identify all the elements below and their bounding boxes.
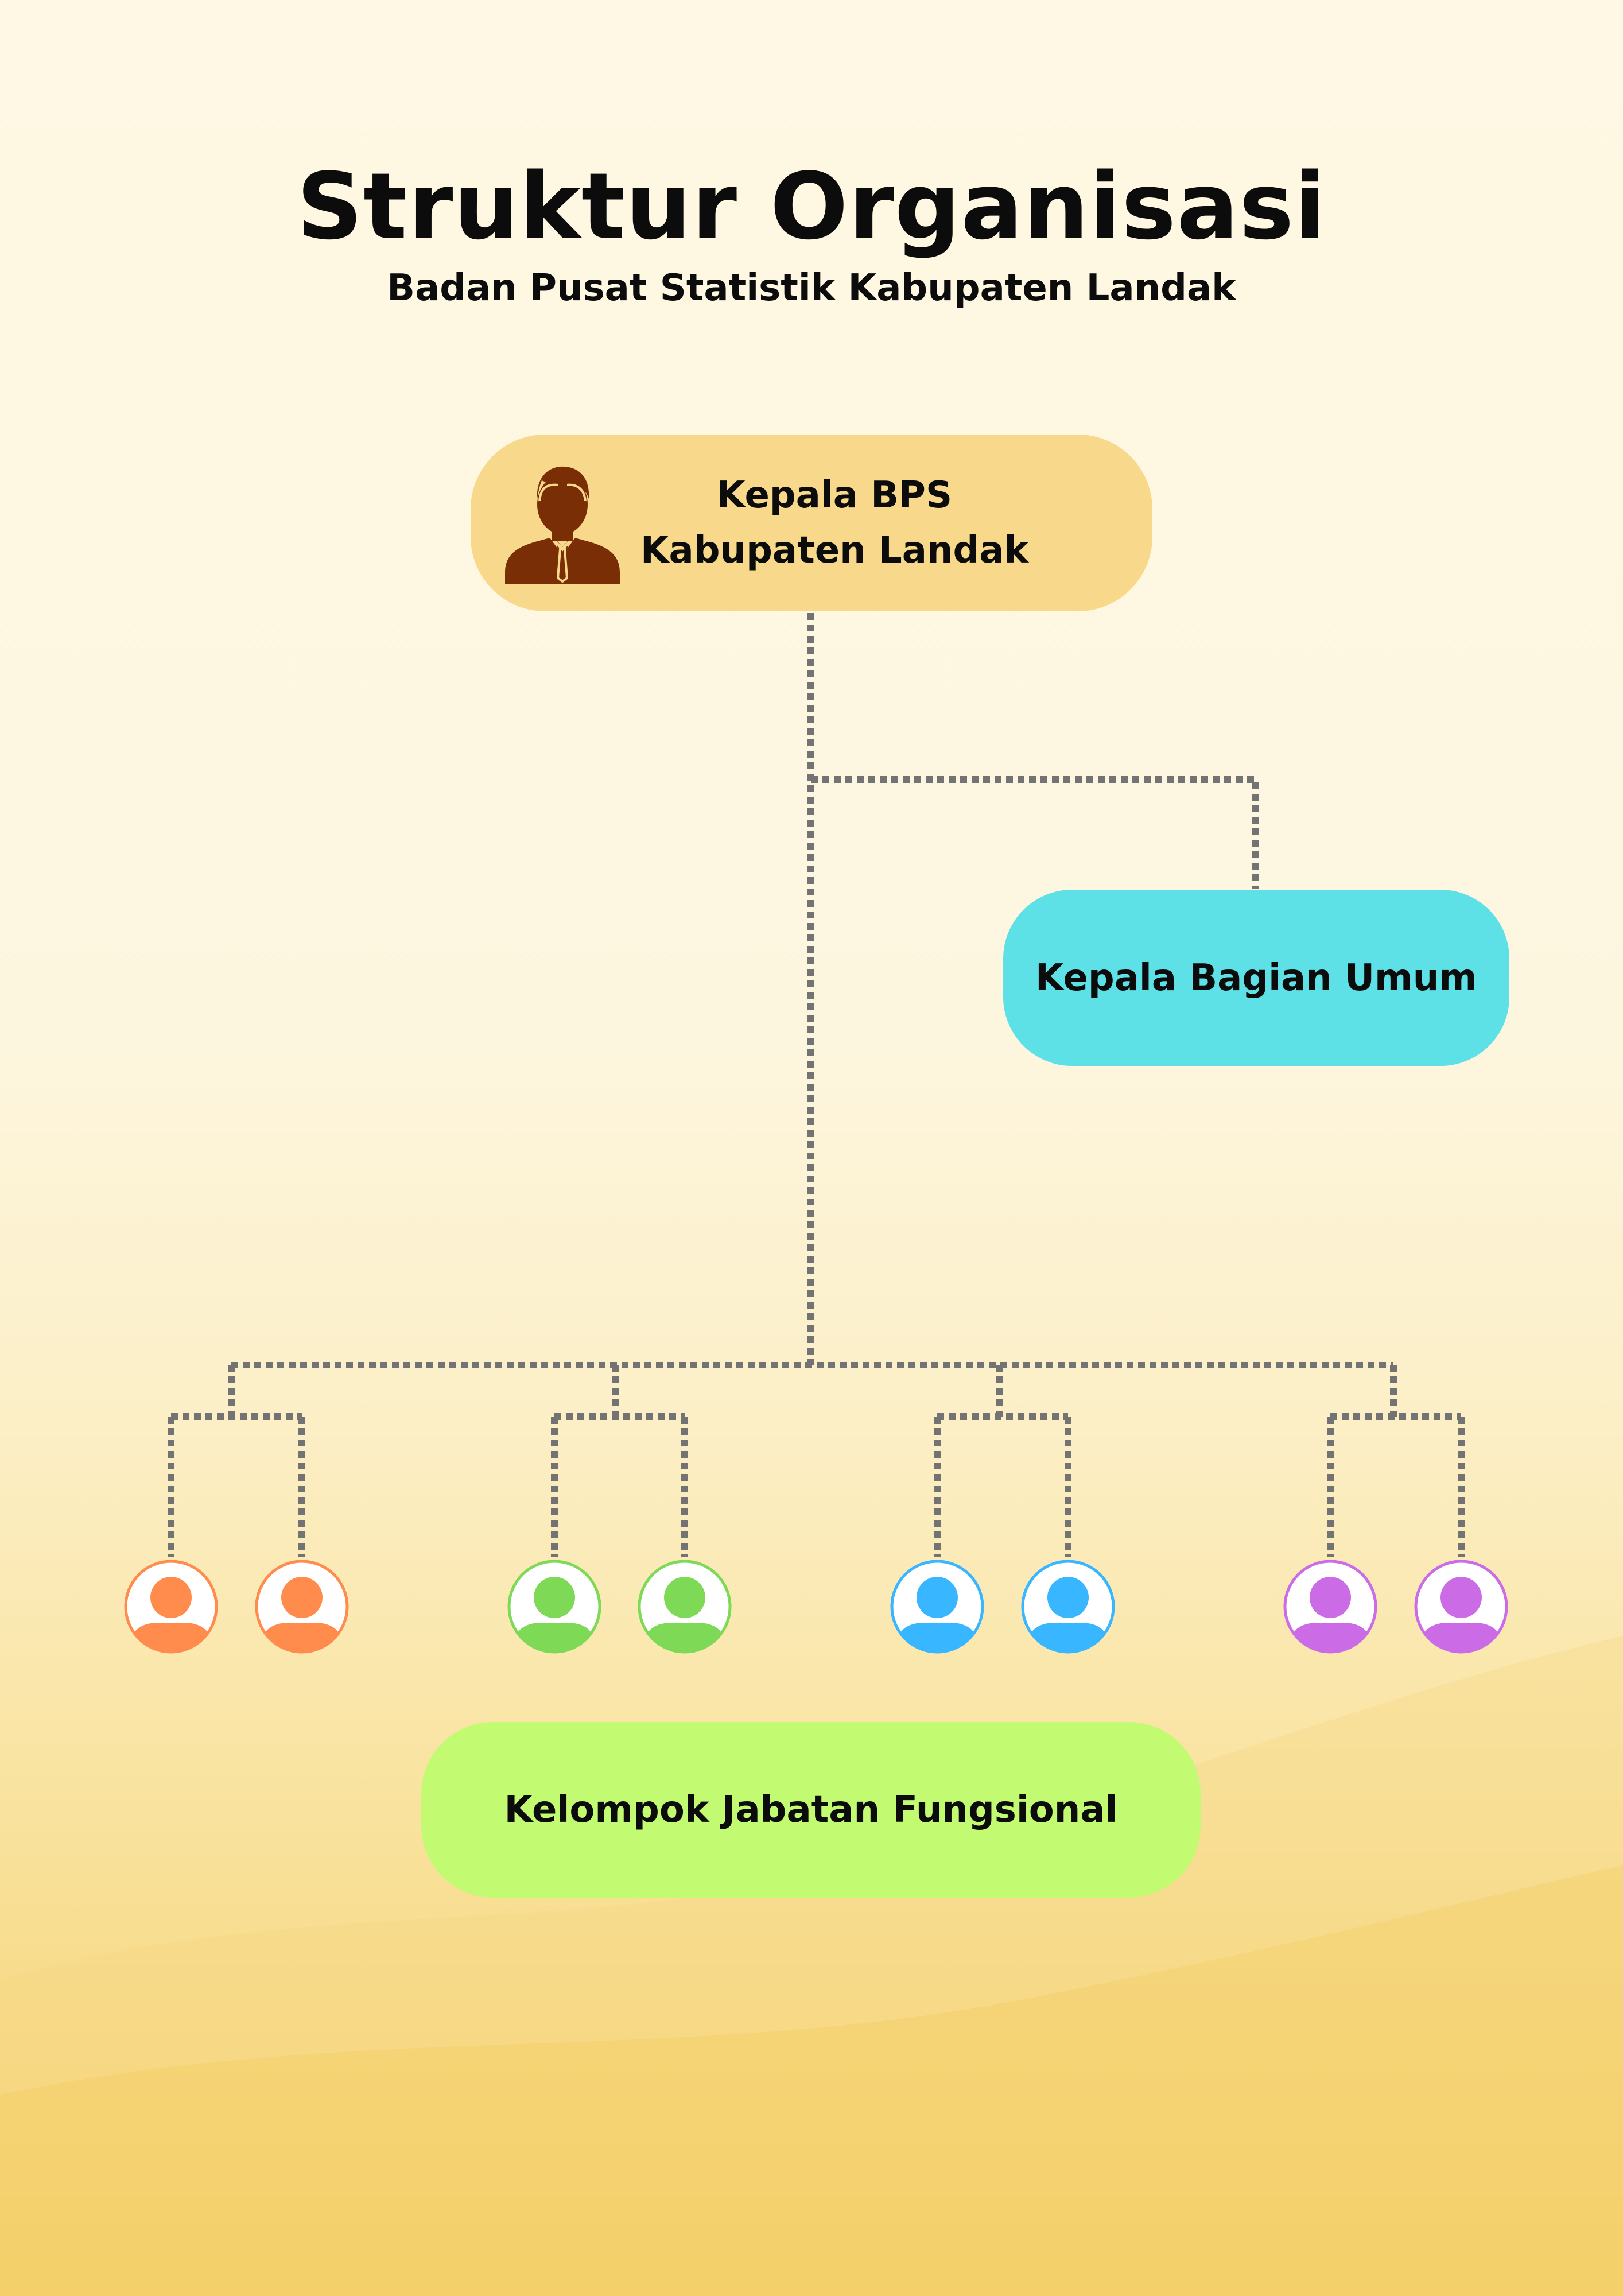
businessman-icon [505, 466, 620, 584]
person-icon [506, 1558, 603, 1655]
person-icon [889, 1558, 985, 1655]
page-subtitle: Badan Pusat Statistik Kabupaten Landak [387, 267, 1236, 309]
node-kepala-bagian-umum: Kepala Bagian Umum [1003, 890, 1509, 1066]
node-kepala-bps: Kepala BPS Kabupaten Landak [471, 435, 1152, 611]
node-kepala-bps-label: Kepala BPS Kabupaten Landak [640, 468, 1028, 578]
person-icon [254, 1558, 350, 1655]
person-icon [1020, 1558, 1116, 1655]
node-kelompok-jabatan-fungsional-label: Kelompok Jabatan Fungsional [504, 1789, 1118, 1831]
page-title: Struktur Organisasi [296, 153, 1327, 260]
connector-group-1 [168, 1365, 305, 1557]
title-block: Struktur Organisasi Badan Pusat Statisti… [0, 161, 1623, 307]
connector-umum [811, 776, 1259, 889]
node-kepala-bps-line2: Kabupaten Landak [640, 529, 1029, 572]
connector-group-4 [1327, 1365, 1465, 1557]
node-kepala-bagian-umum-label: Kepala Bagian Umum [1035, 956, 1477, 999]
connector-group-3 [934, 1365, 1071, 1557]
node-kelompok-jabatan-fungsional: Kelompok Jabatan Fungsional [421, 1722, 1201, 1898]
connector-group-2 [551, 1365, 688, 1557]
node-kepala-bps-line1: Kepala BPS [716, 474, 953, 517]
person-icon [1282, 1558, 1379, 1655]
person-icon [123, 1558, 219, 1655]
person-icon [1413, 1558, 1509, 1655]
person-icon [636, 1558, 733, 1655]
